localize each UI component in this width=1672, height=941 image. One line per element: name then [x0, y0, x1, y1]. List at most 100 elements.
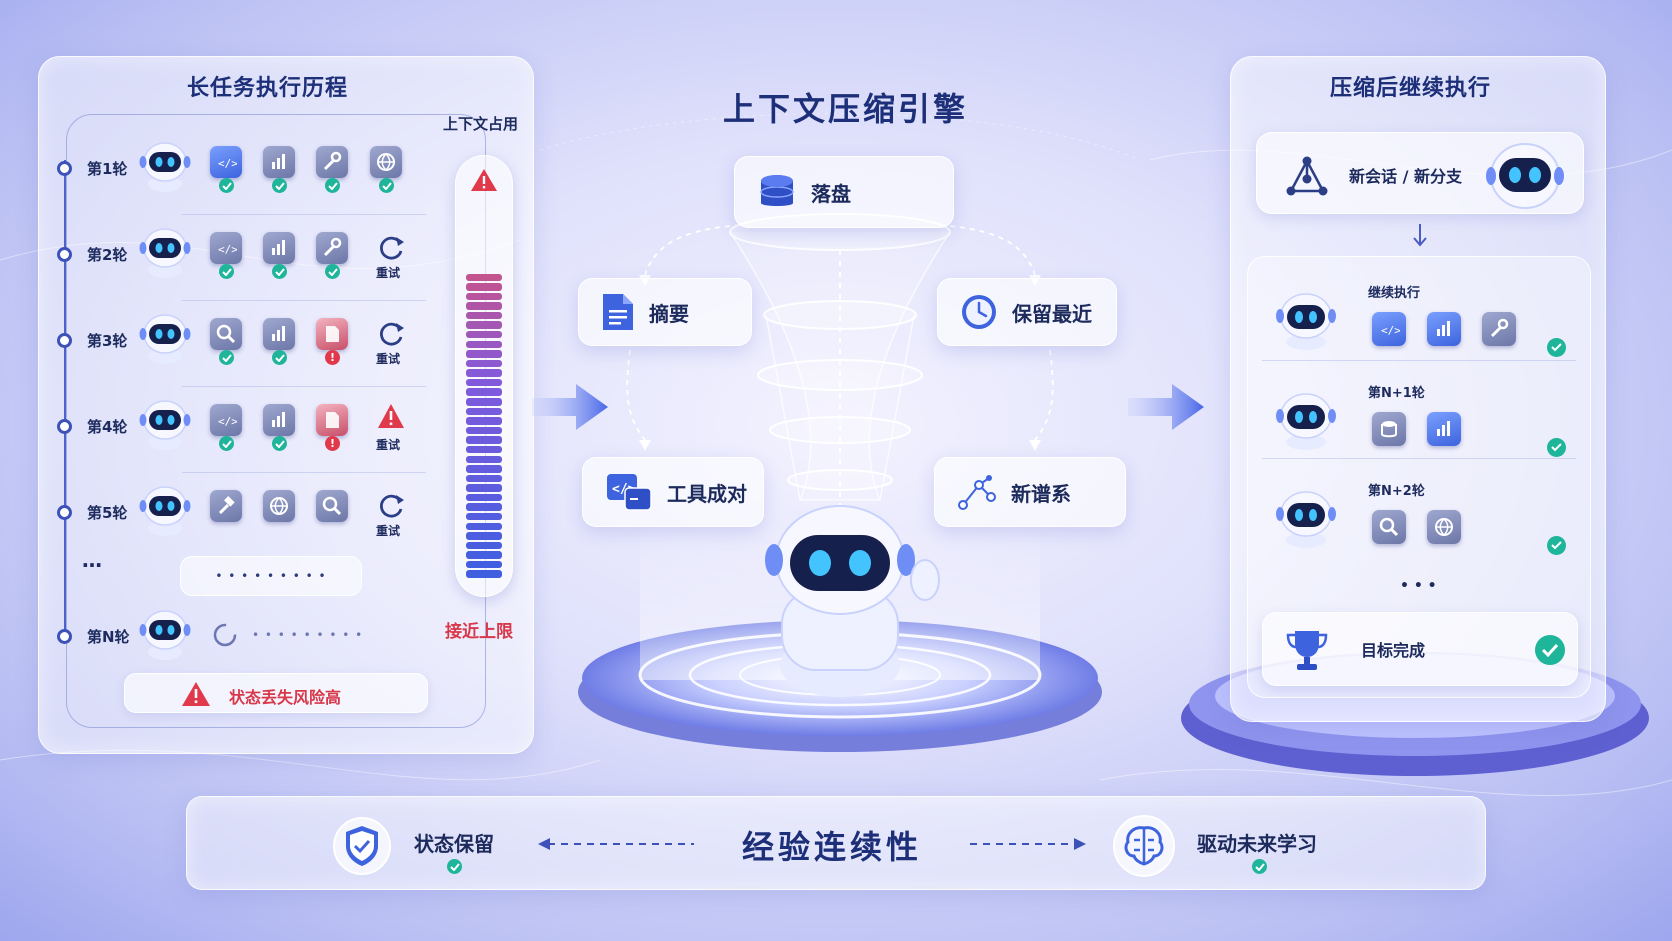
bar-chart-icon [1427, 312, 1461, 346]
success-check-icon [1547, 438, 1566, 457]
meter-segment [466, 426, 502, 435]
robot-avatar [139, 228, 191, 278]
search-icon [316, 490, 348, 522]
meter-segment [466, 551, 502, 559]
robot-avatar [139, 142, 191, 192]
node-keep-recent-label: 保留最近 [1012, 301, 1092, 326]
success-check-icon [272, 178, 287, 193]
shield-icon [333, 817, 391, 875]
continue-panel-title: 压缩后继续执行 [1330, 76, 1492, 101]
success-check-icon [219, 264, 234, 279]
node-persist: 落盘 [734, 156, 954, 228]
meter-segment [466, 378, 502, 387]
round-divider [182, 386, 426, 387]
robot-avatar-large [1486, 143, 1564, 209]
success-check-icon [325, 178, 340, 193]
success-check-icon [272, 264, 287, 279]
robot-avatar [1276, 491, 1336, 548]
search-icon [1372, 510, 1406, 544]
retry-label: 重试 [376, 352, 401, 366]
state-keep-label: 状态保留 [414, 832, 494, 856]
meter-segment [466, 350, 502, 358]
robot-avatar [139, 400, 191, 450]
bar-chart-icon [263, 404, 295, 436]
node-summary-label: 摘要 [649, 301, 689, 326]
row-label: 第N+2轮 [1368, 484, 1425, 499]
success-check-icon [272, 436, 287, 451]
pending-dots: • • • • • • • • • [252, 628, 364, 642]
meter-segment [466, 321, 502, 329]
task-history-title: 长任务执行历程 [187, 76, 349, 101]
timeline-node [57, 419, 72, 434]
bar-chart-icon [263, 232, 295, 264]
brain-icon [1113, 815, 1175, 877]
node-new-lineage-label: 新谱系 [1011, 481, 1071, 506]
meter-segment [466, 417, 502, 425]
success-check-icon [1547, 536, 1566, 555]
globe-icon [1427, 510, 1461, 544]
globe-icon [370, 146, 402, 178]
success-check-icon [219, 350, 234, 365]
node-persist-label: 落盘 [811, 181, 851, 206]
meter-segment [466, 302, 502, 310]
trophy-icon [1286, 631, 1328, 670]
timeline-node [57, 333, 72, 348]
clock-icon [962, 295, 996, 329]
meter-segment [466, 474, 502, 483]
document-icon [316, 404, 348, 436]
node-tool-pairs-label: 工具成对 [667, 481, 747, 506]
bar-chart-icon [1427, 412, 1461, 446]
meter-segment [466, 436, 502, 444]
meter-segment [466, 359, 502, 368]
retry-label: 重试 [376, 524, 401, 538]
retry-label: 重试 [376, 266, 401, 280]
round-divider [182, 300, 426, 301]
retry-icon [380, 494, 404, 518]
state-keep-check-icon [447, 859, 462, 874]
continue-ellipsis: • • • [1400, 578, 1437, 594]
row-divider [1262, 360, 1576, 361]
retry-icon [380, 322, 404, 346]
meter-segment [466, 541, 502, 550]
experience-continuity-bar [186, 796, 1486, 890]
spinner-icon [213, 623, 237, 647]
branch-icon [958, 475, 996, 510]
left-dashed-arrow [538, 838, 694, 850]
row-divider [1262, 458, 1576, 459]
success-check-icon [219, 436, 234, 451]
timeline-node [57, 247, 72, 262]
error-badge-icon: ! [325, 350, 340, 365]
warning-icon [471, 169, 497, 191]
node-keep-recent: 保留最近 [937, 278, 1117, 346]
hammer-icon [210, 490, 242, 522]
network-node-icon [1286, 156, 1328, 196]
meter-segment [466, 398, 502, 406]
meter-segment [466, 522, 502, 531]
row-label: 继续执行 [1368, 286, 1421, 301]
compression-engine-title: 上下文压缩引擎 [723, 90, 969, 128]
success-check-icon [379, 178, 394, 193]
round-label: 第1轮 [87, 160, 128, 178]
risk-warning-icon [182, 682, 210, 706]
robot-avatar [1276, 293, 1336, 350]
alert-icon [378, 404, 404, 428]
node-tool-pairs: </> 工具成对 [582, 457, 764, 527]
meter-segment [466, 465, 502, 473]
meter-segment [466, 532, 502, 540]
experience-continuity-title: 经验连续性 [742, 828, 923, 866]
meter-segment [466, 512, 502, 521]
code-window-icon: </> [607, 474, 652, 511]
retry-label: 重试 [376, 438, 401, 452]
round-divider [182, 472, 426, 473]
future-learning-check-icon [1252, 859, 1267, 874]
bar-chart-icon [263, 318, 295, 350]
down-arrow-icon [1413, 224, 1427, 247]
code-icon: </> [1372, 312, 1406, 346]
near-limit-label: 接近上限 [445, 622, 513, 642]
arrow-right-icon-2 [1128, 384, 1204, 430]
node-summary: 摘要 [578, 278, 752, 346]
round-label: 第4轮 [87, 418, 128, 436]
robot-avatar [139, 486, 191, 536]
database-icon [760, 175, 794, 206]
meter-segment [466, 388, 502, 396]
